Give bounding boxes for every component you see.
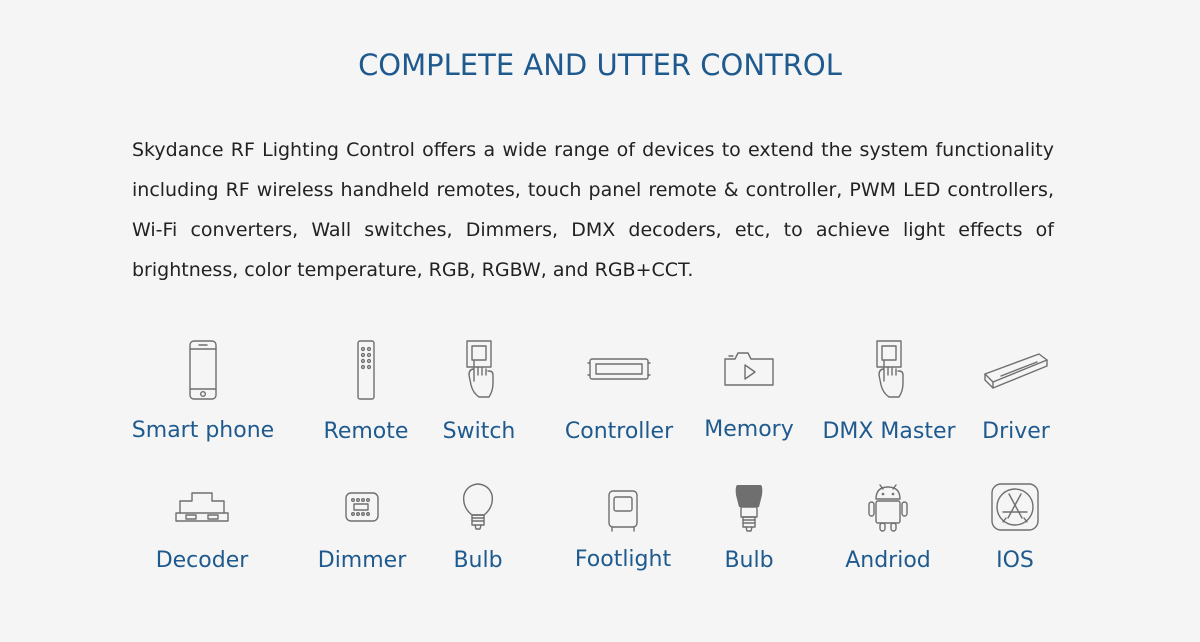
page-title: COMPLETE AND UTTER CONTROL (358, 48, 842, 82)
device-label: Decoder (155, 548, 249, 573)
decoder-icon (122, 472, 282, 542)
device-label: IOS (996, 548, 1034, 573)
device-smart-bulb[interactable]: Bulb (669, 472, 829, 582)
device-memory[interactable]: Memory (669, 334, 829, 444)
device-ios[interactable]: IOS (935, 472, 1095, 582)
dimmer-icon (282, 472, 442, 542)
ios-appstore-icon (935, 472, 1095, 542)
device-dimmer[interactable]: Dimmer (282, 472, 442, 582)
device-driver[interactable]: Driver (936, 334, 1096, 444)
device-bulb[interactable]: Bulb (398, 472, 558, 582)
description-paragraph: Skydance RF Lighting Control offers a wi… (132, 139, 1054, 281)
device-dmx-master[interactable]: DMX Master (809, 334, 969, 444)
remote-icon (286, 334, 446, 404)
device-label: Dimmer (317, 548, 407, 573)
device-remote[interactable]: Remote (286, 334, 446, 444)
smartphone-icon (123, 334, 283, 404)
device-label: Controller (564, 419, 674, 444)
device-android[interactable]: Andriod (808, 472, 968, 582)
device-label: Bulb (453, 548, 503, 573)
dmx-master-icon (809, 334, 969, 404)
controller-icon (539, 334, 699, 404)
device-controller[interactable]: Controller (539, 334, 699, 444)
device-label: Andriod (845, 548, 931, 573)
device-switch[interactable]: Switch (399, 334, 559, 444)
android-icon (808, 472, 968, 542)
smart-bulb-icon (669, 472, 829, 542)
device-footlight[interactable]: Footlight (543, 472, 703, 582)
device-smartphone[interactable]: Smart phone (123, 334, 283, 444)
device-label: Remote (323, 419, 409, 444)
device-decoder[interactable]: Decoder (122, 472, 282, 582)
switch-icon (399, 334, 559, 404)
device-label: Memory (704, 417, 794, 442)
memory-icon (669, 334, 829, 404)
bulb-icon (398, 472, 558, 542)
device-label: Smart phone (131, 418, 275, 443)
device-label: Bulb (724, 548, 774, 573)
driver-icon (936, 334, 1096, 404)
device-label: Driver (982, 419, 1050, 444)
device-label: DMX Master (822, 419, 956, 444)
device-label: Switch (442, 419, 516, 444)
device-label: Footlight (574, 547, 672, 572)
footlight-icon (543, 472, 703, 542)
